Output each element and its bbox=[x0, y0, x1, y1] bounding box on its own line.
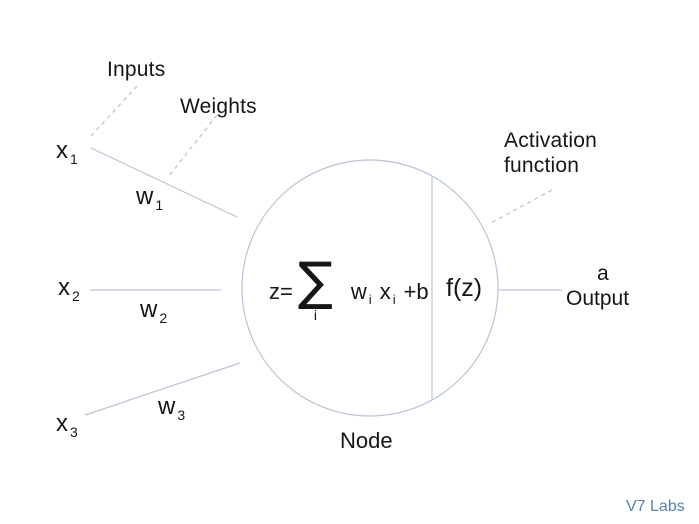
x1-base: x bbox=[56, 137, 68, 164]
w2-base: w bbox=[140, 296, 158, 323]
sigma-glyph: ∑ bbox=[297, 252, 333, 313]
input-1-edge-line bbox=[90, 147, 238, 218]
sigma-index: i bbox=[313, 306, 317, 323]
inputs-label: Inputs bbox=[107, 58, 166, 81]
formula-lhs: z= bbox=[269, 279, 293, 304]
w1-subscript: 1 bbox=[155, 197, 164, 213]
activation-pointer-dashed-line bbox=[488, 189, 553, 225]
weights-pointer-dashed-line bbox=[168, 114, 218, 177]
x3-subscript: 3 bbox=[70, 424, 78, 440]
activation-function-label-line1: Activation bbox=[504, 129, 598, 152]
output-label: Output bbox=[566, 287, 630, 310]
x1-subscript: 1 bbox=[70, 151, 78, 167]
input-3-edge-line bbox=[84, 362, 241, 416]
formula-bias-term: +b bbox=[403, 279, 429, 304]
x2-base: x bbox=[58, 274, 70, 301]
w2-subscript: 2 bbox=[159, 310, 168, 326]
x2-subscript: 2 bbox=[72, 288, 80, 304]
formula-input-base: x bbox=[379, 279, 391, 304]
w3-base: w bbox=[158, 393, 176, 420]
formula-input-subscript: i bbox=[392, 292, 396, 307]
x3-base: x bbox=[56, 410, 68, 437]
output-variable-label: a bbox=[597, 262, 609, 285]
node-label: Node bbox=[340, 428, 393, 453]
activation-function-label-line2: function bbox=[504, 154, 580, 177]
w1-base: w bbox=[136, 183, 154, 210]
formula-weight-subscript: i bbox=[368, 292, 372, 307]
activation-function-label: Activation function bbox=[504, 128, 597, 178]
inputs-pointer-dashed-line bbox=[90, 85, 138, 137]
node-circle bbox=[241, 159, 499, 417]
v7-labs-watermark: V7 Labs bbox=[626, 498, 685, 515]
formula-weight-base: w bbox=[350, 279, 367, 304]
summation-symbol: ∑ i bbox=[297, 252, 333, 323]
weights-label: Weights bbox=[180, 95, 257, 118]
w3-subscript: 3 bbox=[177, 407, 186, 423]
activation-fz-label: f(z) bbox=[446, 274, 483, 302]
